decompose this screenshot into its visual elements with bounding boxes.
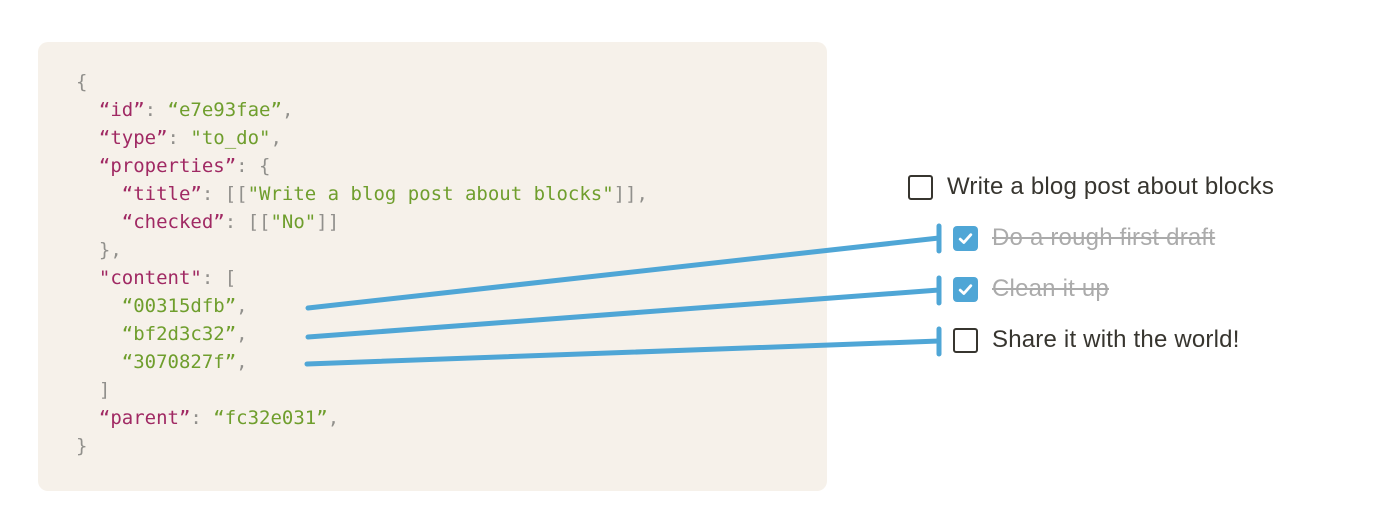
- checkmark-icon: [958, 232, 973, 244]
- code-token-key: “id”: [98, 99, 145, 121]
- code-line: “parent”: “fc32e031”,: [76, 404, 827, 432]
- code-token-key: "content": [98, 267, 202, 289]
- code-line: }: [76, 432, 827, 460]
- todo-list: Write a blog post about blocks Do a rough…: [908, 174, 1274, 353]
- code-token-str: “fc32e031”: [213, 407, 328, 429]
- code-token-punc: ,: [236, 351, 248, 373]
- code-token-punc: ,: [281, 99, 294, 121]
- code-token-punc: :: [144, 99, 168, 121]
- code-token-key: “type”: [98, 127, 168, 149]
- code-token-punc: :: [167, 127, 191, 149]
- code-line: },: [76, 236, 827, 264]
- todo-item-1: Write a blog post about blocks: [908, 174, 1274, 200]
- code-token-punc: [76, 183, 122, 205]
- code-token-punc: [76, 99, 99, 121]
- code-line: “checked”: [["No"]]: [76, 208, 827, 236]
- code-token-str: "to_do": [190, 127, 271, 149]
- code-token-punc: [76, 295, 122, 317]
- code-token-punc: [76, 155, 99, 177]
- code-token-key: “properties”: [98, 155, 237, 177]
- code-token-punc: [76, 127, 99, 149]
- code-token-punc: [76, 407, 99, 429]
- todo-label: Clean it up: [992, 275, 1109, 302]
- json-code-panel: { “id”: “e7e93fae”, “type”: "to_do", “pr…: [38, 42, 827, 491]
- code-line: “00315dfb”,: [76, 292, 827, 320]
- todo-item-2: Do a rough first draft: [953, 225, 1274, 251]
- code-line: "content": [: [76, 264, 827, 292]
- code-token-punc: ,: [327, 407, 340, 429]
- code-line: “bf2d3c32”,: [76, 320, 827, 348]
- code-token-str: "No": [270, 211, 317, 233]
- code-token-punc: [76, 267, 99, 289]
- todo-item-4: Share it with the world!: [953, 327, 1274, 353]
- code-token-punc: }: [76, 435, 88, 457]
- code-line: ]: [76, 376, 827, 404]
- todo-label: Do a rough first draft: [992, 224, 1216, 251]
- code-token-key: “parent”: [98, 407, 191, 429]
- code-token-str: "Write a blog post about blocks": [247, 183, 614, 205]
- code-line: “type”: "to_do",: [76, 124, 827, 152]
- code-token-key: “checked”: [121, 211, 225, 233]
- checkbox-checked[interactable]: [953, 276, 978, 302]
- checkmark-icon: [958, 283, 973, 295]
- code-line: “3070827f”,: [76, 348, 827, 376]
- code-token-punc: {: [76, 71, 88, 93]
- todo-label: Write a blog post about blocks: [947, 173, 1275, 200]
- code-token-punc: : [[: [224, 211, 271, 233]
- code-token-key: “title”: [121, 183, 202, 205]
- code-line: “title”: [["Write a blog post about bloc…: [76, 180, 827, 208]
- checkbox-checked[interactable]: [953, 225, 978, 251]
- code-token-punc: [76, 323, 122, 345]
- code-line: “id”: “e7e93fae”,: [76, 96, 827, 124]
- code-token-punc: : {: [236, 155, 271, 177]
- code-token-str: “e7e93fae”: [167, 99, 282, 121]
- code-token-punc: :: [190, 407, 214, 429]
- code-line: {: [76, 68, 827, 96]
- code-block: { “id”: “e7e93fae”, “type”: "to_do", “pr…: [38, 42, 827, 460]
- code-token-punc: ]],: [613, 183, 648, 205]
- todo-label: Share it with the world!: [992, 326, 1240, 353]
- code-token-punc: ]]: [316, 211, 340, 233]
- code-token-str: “bf2d3c32”: [121, 323, 237, 345]
- code-token-punc: : [[: [201, 183, 248, 205]
- checkbox-unchecked[interactable]: [953, 327, 978, 353]
- todo-item-3: Clean it up: [953, 276, 1274, 302]
- code-token-punc: ,: [236, 323, 248, 345]
- code-token-punc: ]: [76, 379, 111, 401]
- code-token-punc: [76, 351, 122, 373]
- code-token-punc: ,: [236, 295, 248, 317]
- code-token-str: “3070827f”: [121, 351, 237, 373]
- code-token-punc: : [: [201, 267, 237, 289]
- code-token-punc: [76, 211, 122, 233]
- code-token-punc: },: [76, 239, 122, 261]
- code-line: “properties”: {: [76, 152, 827, 180]
- code-token-str: “00315dfb”: [121, 295, 237, 317]
- checkbox-unchecked[interactable]: [908, 174, 933, 200]
- code-token-punc: ,: [270, 127, 282, 149]
